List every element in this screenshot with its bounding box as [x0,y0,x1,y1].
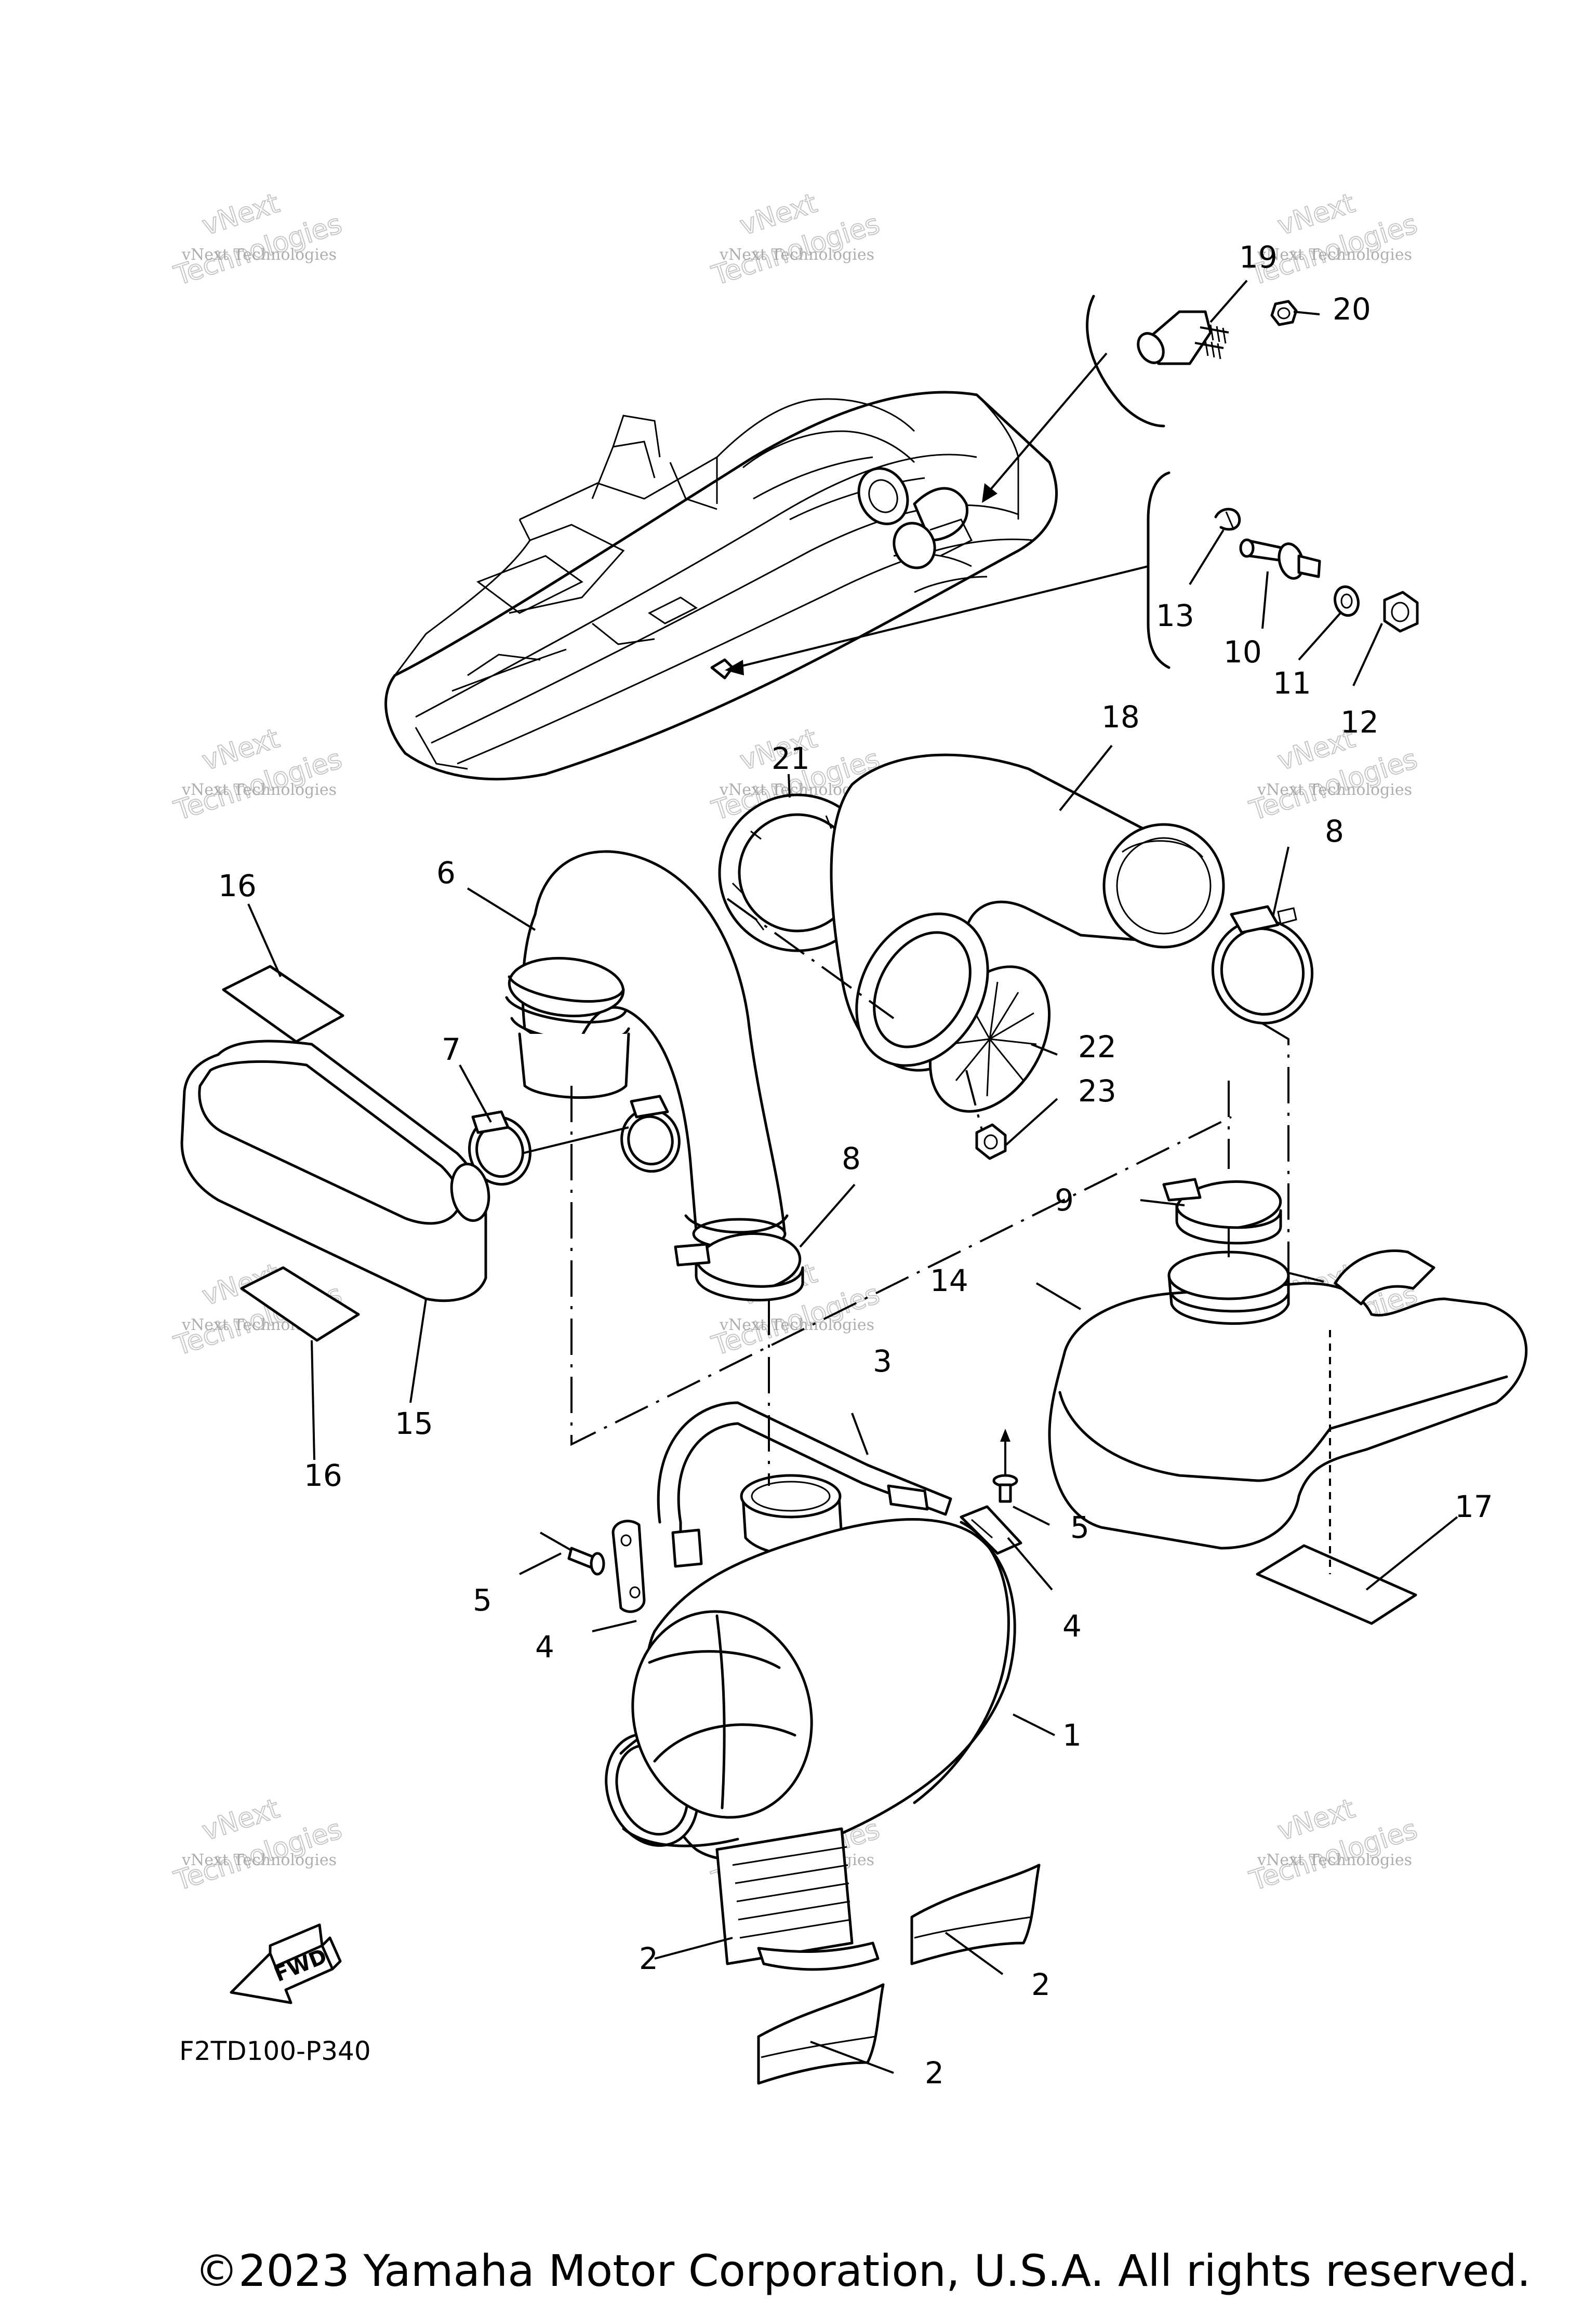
part-1 [605,1474,1016,1965]
inset-bracket-upper [1086,295,1165,428]
part-2-left [757,1941,880,1971]
watermark-text: vNext Technologies [1257,1851,1412,1869]
part-13 [1214,508,1241,531]
watermark: Technologies vNext vNext Technologies [170,722,346,827]
callout-1: 1 [1062,1718,1082,1753]
part-9 [1162,1178,1282,1245]
part-12 [1383,591,1419,633]
callout-16: 16 [218,868,257,903]
part-23 [975,1123,1007,1160]
watermark-text: vNext Technologies [719,1316,874,1334]
callout-7: 7 [442,1032,461,1067]
part-11 [1334,585,1360,617]
callout-9: 9 [1055,1182,1074,1218]
callout-2: 2 [925,2055,944,2091]
part-15 [180,1040,490,1302]
part-16-lower [240,1266,360,1342]
callout-21: 21 [772,741,810,776]
part-17 [1256,1544,1417,1625]
callouts: 1 2 2 2 3 4 4 5 5 6 7 8 8 9 10 11 12 13 … [218,240,1493,2091]
gasket-ring [855,912,989,1067]
callout-6: 6 [436,855,456,890]
part-5-right [992,1429,1018,1503]
inset-bracket-lower [1147,471,1171,669]
callout-5: 5 [1070,1510,1089,1545]
callout-13: 13 [1156,598,1194,633]
callout-17: 17 [1455,1489,1493,1524]
callout-23: 23 [1078,1073,1116,1109]
callout-5: 5 [473,1582,492,1618]
fwd-arrow-icon: FWD [230,1923,342,2004]
watermark-text: vNext Technologies [1257,781,1412,799]
part-14 [1048,1249,1528,1550]
watercraft-icon [384,391,1058,781]
leader-lines [247,280,1458,2074]
callout-2: 2 [639,1941,658,1976]
copyright-notice: ©2023 Yamaha Motor Corporation, U.S.A. A… [195,2245,1531,2296]
part-2-bottom [757,1983,885,2085]
part-8-lower [674,1232,804,1301]
callout-14: 14 [930,1263,968,1298]
detail-arrows [725,352,1149,675]
diagram-code: F2TD100-P340 [179,2036,371,2066]
part-19 [1137,310,1229,365]
part-8 [1211,905,1314,1025]
part-2-right [910,1864,1041,1965]
callout-8: 8 [1325,814,1344,849]
part-10 [1239,538,1321,580]
watermark-text: vNext Technologies [1257,246,1412,264]
part-4-right [960,1505,1022,1555]
callout-15: 15 [395,1406,433,1441]
watermark: Technologies vNext vNext Technologies [170,187,346,292]
callout-20: 20 [1333,291,1371,327]
watermark: Technologies vNext vNext Technologies [1245,722,1421,827]
part-5-left [540,1532,605,1576]
callout-19: 19 [1239,240,1278,275]
watermark-text: vNext Technologies [719,246,874,264]
callout-10: 10 [1223,634,1262,670]
part-3 [657,1401,952,1568]
watermark: Technologies vNext vNext Technologies [1245,1792,1421,1897]
watermark: Technologies vNext vNext Technologies [170,1792,346,1897]
clamp-on-duct [620,1095,681,1173]
callout-4: 4 [1062,1608,1082,1644]
part-16-upper [222,965,344,1043]
callout-22: 22 [1078,1029,1116,1065]
watermark-text: vNext Technologies [181,781,337,799]
callout-11: 11 [1273,666,1311,701]
callout-4: 4 [535,1629,554,1665]
part-4-left [611,1520,646,1613]
watermark: Technologies vNext vNext Technologies [708,187,884,292]
callout-8: 8 [842,1141,861,1176]
part-20 [1270,300,1298,326]
callout-2: 2 [1031,1967,1050,2002]
centerlines [570,898,1331,1574]
callout-18: 18 [1101,699,1140,735]
watermark-text: vNext Technologies [181,246,337,264]
connector-line [522,1126,629,1154]
callout-16: 16 [304,1458,342,1493]
callout-12: 12 [1340,704,1379,740]
callout-3: 3 [873,1343,892,1379]
watermark-text: vNext Technologies [181,1851,337,1869]
part-7 [468,1110,531,1186]
